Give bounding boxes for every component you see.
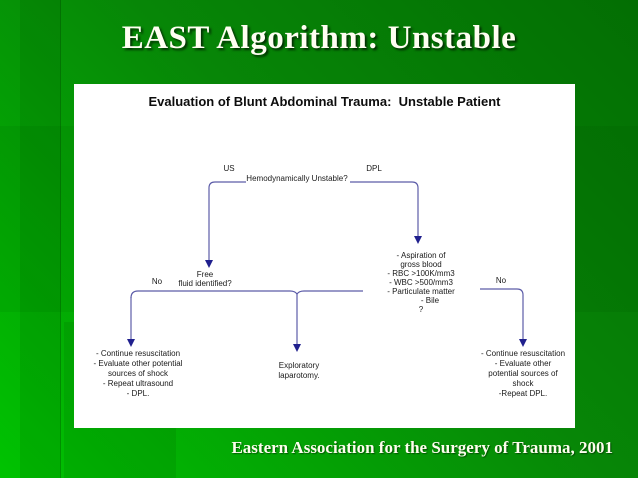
- laparotomy-arrow-icon: [293, 344, 301, 352]
- decision-root-label: Hemodynamically Unstable?: [246, 174, 348, 183]
- right-outcome-text: - Continue resuscitation - Evaluate othe…: [481, 349, 565, 399]
- us-label: US: [223, 164, 235, 173]
- slide-title: EAST Algorithm: Unstable: [121, 20, 517, 56]
- dpl-criteria-line: - Bile: [420, 296, 440, 305]
- left-outcome-text: - Continue resuscitation - Evaluate othe…: [94, 349, 183, 399]
- free-fluid-line1: Free: [196, 270, 214, 279]
- right-outcome-line: shock: [512, 379, 534, 388]
- left-outcome-line: - Continue resuscitation: [95, 349, 181, 358]
- dpl-criteria-line: gross blood: [400, 260, 442, 269]
- us-branch-line: [208, 181, 246, 260]
- no-left-label: No: [151, 277, 163, 286]
- no-right-line: [480, 288, 524, 339]
- no-left-arrow-icon: [127, 339, 135, 347]
- dpl-criteria-text: - Aspiration of gross blood - RBC >100K/…: [387, 251, 455, 314]
- right-outcome-line: -Repeat DPL.: [498, 389, 548, 398]
- dpl-criteria-line: - Aspiration of: [396, 251, 446, 260]
- center-outcome-line: Exploratory: [278, 361, 320, 370]
- dpl-label: DPL: [366, 164, 382, 173]
- right-outcome-line: - Evaluate other: [494, 359, 552, 368]
- right-outcome-line: - Continue resuscitation: [480, 349, 566, 358]
- left-outcome-line: sources of shock: [107, 369, 169, 378]
- right-outcome-line: potential sources of: [488, 369, 558, 378]
- flowchart-panel: Evaluation of Blunt Abdominal Trauma: Un…: [74, 84, 575, 428]
- flowchart-connectors: [127, 181, 527, 352]
- center-outcome-text: Exploratory laparotomy.: [278, 361, 319, 381]
- left-outcome-line: - Evaluate other potential: [93, 359, 183, 368]
- us-branch-arrow-icon: [205, 260, 213, 268]
- free-fluid-question: Free fluid identified?: [178, 270, 231, 288]
- background-stripe: [20, 0, 61, 478]
- dpl-criteria-line: - RBC >100K/mm3: [387, 269, 455, 278]
- dpl-criteria-line: ?: [418, 305, 424, 314]
- free-fluid-line2: fluid identified?: [178, 279, 232, 288]
- free-fluid-bracket-line: [130, 290, 363, 299]
- left-outcome-line: - Repeat ultrasound: [102, 379, 174, 388]
- dpl-branch-arrow-icon: [414, 236, 422, 244]
- dpl-criteria-line: - Particulate matter: [387, 287, 455, 296]
- no-right-label: No: [495, 276, 507, 285]
- dpl-branch-line: [350, 181, 419, 236]
- dpl-criteria-line: - WBC >500/mm3: [389, 278, 453, 287]
- source-caption: Eastern Association for the Surgery of T…: [231, 438, 613, 457]
- no-right-arrow-icon: [519, 339, 527, 347]
- flowchart-title: Evaluation of Blunt Abdominal Trauma: Un…: [148, 94, 501, 109]
- left-outcome-line: - DPL.: [126, 389, 150, 398]
- center-outcome-line: laparotomy.: [278, 371, 320, 380]
